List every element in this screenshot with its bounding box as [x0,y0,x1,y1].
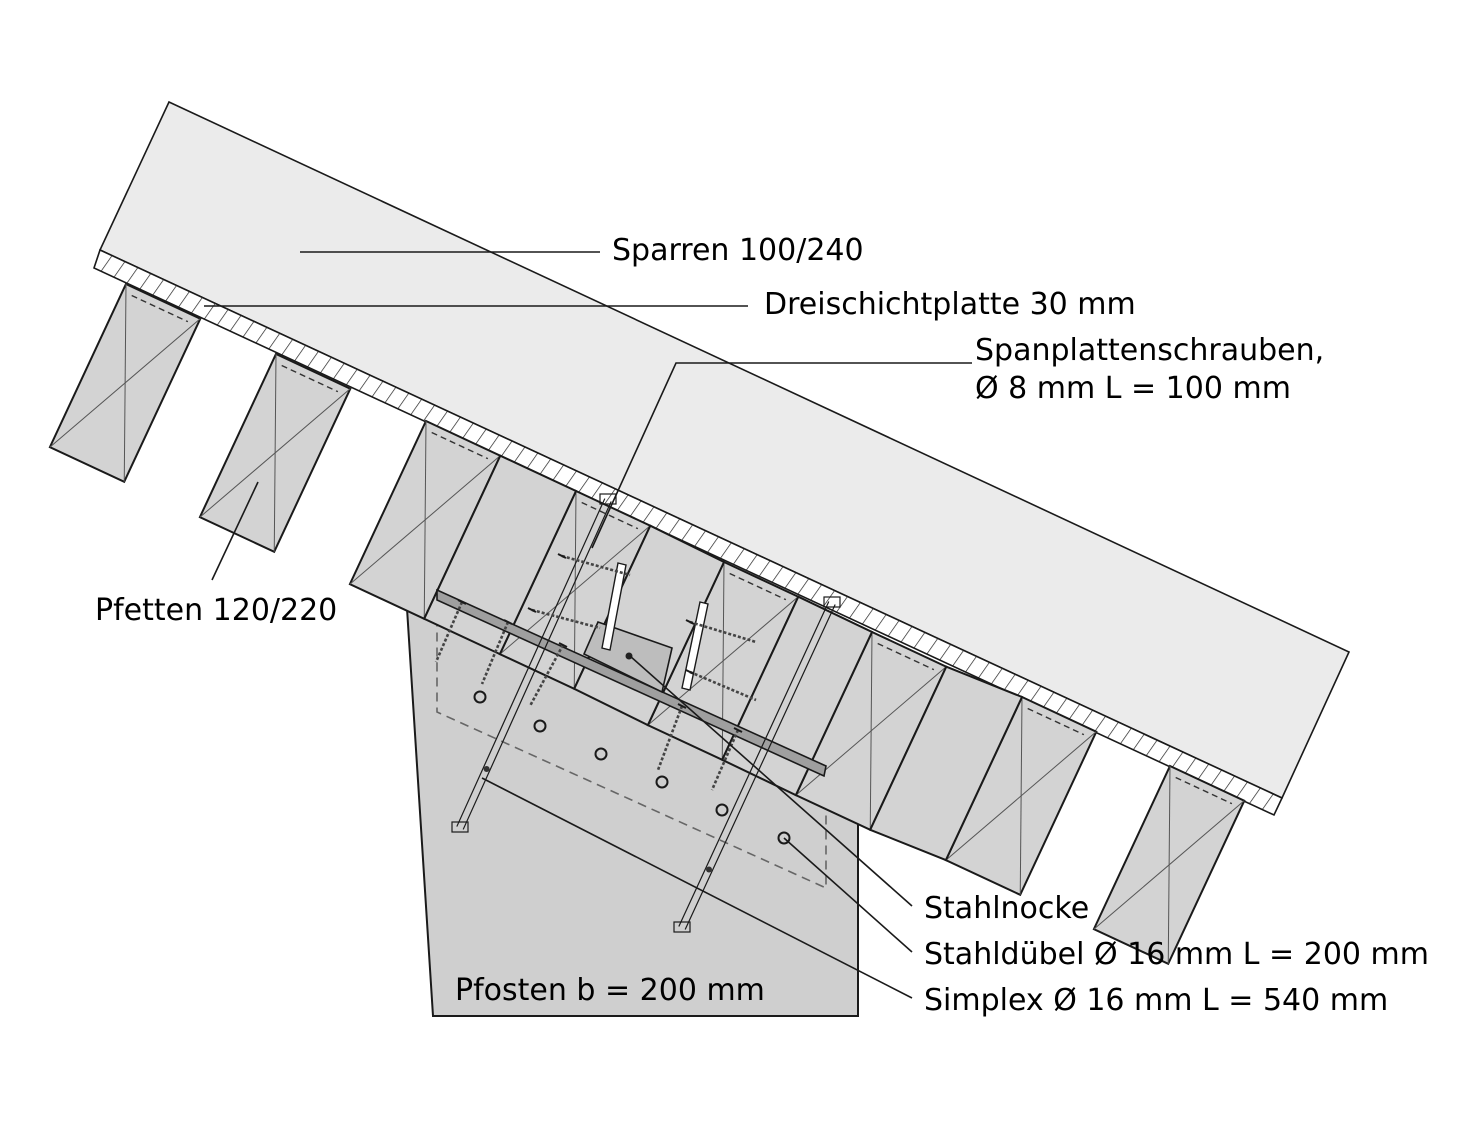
screw-6 [557,553,631,577]
leader-stahlduebel [783,837,913,953]
leader-stahlnocke [629,655,913,907]
rod-edge [684,604,836,930]
rod-edge [678,601,830,927]
label-dreischichtplatte: Dreischichtplatte 30 mm [764,287,1136,322]
label-spanplattenschrauben-line1: Spanplattenschrauben, [975,333,1324,368]
stahlduebel-5 [715,803,729,817]
screw-head [503,619,513,625]
screw-shaft [561,554,631,577]
steel-fin-right [681,601,709,691]
rod-marker [706,866,712,873]
stahlduebel-2 [533,719,547,733]
label-stahlduebel: Stahldübel Ø 16 mm L = 200 mm [924,937,1429,972]
steel-fin-left [601,562,627,651]
screw-head [557,553,567,559]
pfette-diagonal [49,318,201,448]
screw-shaft [531,608,601,630]
screw-shaft [689,670,757,702]
screw-5 [710,727,743,791]
filler-block-4 [868,665,1024,862]
rod-end-washer [451,821,469,833]
stahlduebel-1 [473,690,487,704]
stahlnocke-dot [625,652,633,660]
screws-group [434,553,757,791]
screw-shaft [656,705,684,771]
rod-head-washer [823,596,841,608]
pfette-1 [48,282,202,484]
simplex-group [451,493,841,933]
stahlduebel-group [473,690,791,845]
rod-head-washer [599,493,617,505]
screw-head [527,607,537,613]
screw-shaft [434,601,464,663]
screw-head [558,642,568,648]
screw-8 [685,619,757,644]
screw-shaft [480,621,510,685]
stahlduebel-4 [655,775,669,789]
screw-head [733,727,743,733]
pfette-dashed-inlay [581,501,639,530]
screw-head [685,669,695,675]
leader-pfetten [211,481,259,581]
pfette-dashed-inlay [877,642,935,671]
screw-shaft [710,729,740,791]
rod-marker [483,765,490,772]
label-pfetten: Pfetten 120/220 [95,593,337,628]
screw-1 [434,599,467,663]
screw-2 [480,619,513,685]
stahlduebel-6 [777,831,791,845]
stahlduebel-3 [594,747,608,761]
simplex-rod-right [673,596,841,933]
leader-simplex [481,777,913,999]
screw-head [457,599,467,605]
leader-lines [204,251,972,999]
rod-end-washer [673,921,691,933]
pfette-dashed-inlay [131,294,189,323]
rod-edge [456,498,606,827]
pfette-diagonal [349,455,501,585]
screw-7 [527,607,601,630]
pfette-7 [944,695,1098,897]
steel-plate [436,588,827,778]
pfette-diagonal [1093,800,1245,930]
screw-head [677,703,687,709]
simplex-rod-left [451,493,617,833]
pfette-dashed-inlay [1175,776,1233,805]
pfette-dashed-inlay [431,431,489,460]
leader-spanplattenschrauben [591,362,972,549]
label-spanplattenschrauben-line2: Ø 8 mm L = 100 mm [975,371,1291,406]
label-sparren: Sparren 100/240 [612,233,864,268]
pfette-2 [198,352,352,554]
screw-head [685,619,695,625]
label-pfosten: Pfosten b = 200 mm [455,973,765,1008]
label-stahlnocke: Stahlnocke [924,891,1089,926]
pfette-dashed-inlay [729,572,787,601]
pfette-diagonal [945,731,1097,861]
rod-edge [462,501,612,830]
screw-9 [685,669,757,702]
screw-3 [528,642,568,707]
hidden-outline [436,588,827,890]
label-simplex: Simplex Ø 16 mm L = 540 mm [924,983,1388,1018]
screw-4 [656,703,687,771]
dreischichtplatte-board [93,248,1284,817]
screw-shaft [528,644,565,707]
pfette-dashed-inlay [1027,707,1085,736]
screw-shaft [689,620,757,644]
pfette-dashed-inlay [281,364,339,393]
pfette-8 [1092,764,1246,966]
pfette-diagonal [199,388,351,518]
